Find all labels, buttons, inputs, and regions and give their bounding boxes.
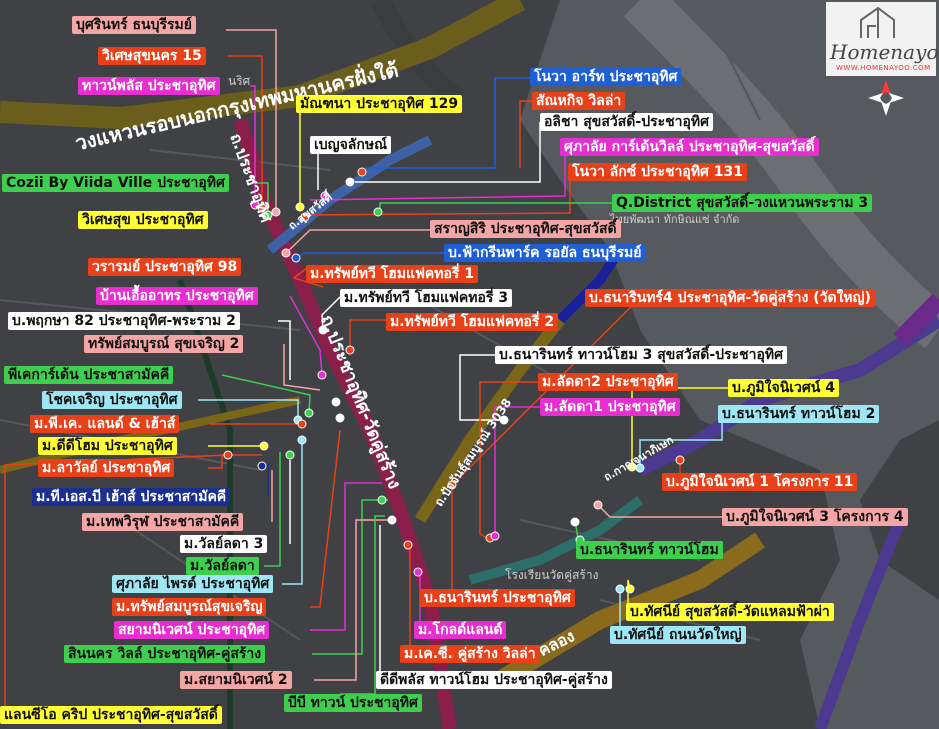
marker-label[interactable]: วิเศษสุข ประชาอุทิศ [78, 211, 208, 229]
marker-label[interactable]: ม.ทรัพย์ทวี โฮมแฟคทอรี่ 1 [306, 265, 479, 283]
marker-label[interactable]: บ.ภูมิใจนิเวศน์ 4 [728, 379, 839, 397]
pracha-uthit-road [233, 117, 457, 729]
marker-label[interactable]: ม.วัลย์ลดา 3 [180, 535, 268, 553]
marker-label[interactable]: มัณฑนา ประชาอุทิศ 129 [296, 95, 463, 113]
marker-label[interactable]: เบญจลักษณ์ [310, 136, 392, 154]
marker-label[interactable]: ศุภาลัย การ์เด้นวิลล์ ประชาอุทิศ-สุขสวัส… [560, 138, 819, 156]
marker-label[interactable]: วิเศษสุขนคร 15 [98, 47, 206, 65]
place-khu-sang-school: โรงเรียนวัดคู่สร้าง [505, 568, 599, 582]
suksawat-road [266, 135, 433, 254]
marker-label[interactable]: สินนคร วิลล์ ประชาอุทิศ-คู่สร้าง [64, 645, 266, 663]
marker-label[interactable]: ม.ที.เอส.บี เฮ้าส์ ประชาสามัคคี [32, 488, 231, 506]
marker-label[interactable]: บุศรินทร์ ธนบุรีรมย์ [72, 16, 196, 34]
marker-label[interactable]: ม.ลัดดา2 ประชาอุทิศ [538, 373, 678, 391]
marker-label[interactable]: ม.ทรัพย์ทวี โฮมแฟคทอรี่ 3 [340, 289, 513, 307]
road-3038 [414, 316, 565, 524]
marker-label[interactable]: บ.ธนารินทร์ ประชาอุทิศ [420, 589, 575, 607]
marker-label[interactable]: โนวา อาร์ท ประชาอุทิศ [530, 68, 682, 86]
compass-icon [868, 80, 904, 116]
place-company: ไทยพัฒนา ทักษิณแซ่ จำกัด [610, 213, 740, 226]
marker-label[interactable]: ม.เทพวิรุฬ ประชาสามัคคี [82, 513, 244, 531]
marker-label[interactable]: บ้านเอื้ออาทร ประชาอุทิศ [96, 287, 258, 305]
marker-label[interactable]: ม.สยามนิเวศน์ 2 [180, 671, 292, 689]
marker-label[interactable]: บ.ธนารินทร์ ทาวน์โฮม [576, 541, 723, 559]
marker-label[interactable]: ดีดีพลัส ทาวน์โฮม ประชาอุทิศ-คู่สร้าง [376, 671, 612, 689]
logo-brand: Homenayoo [830, 40, 939, 64]
river-area [520, 0, 939, 729]
marker-label[interactable]: Cozii By Viida Ville ประชาอุทิศ [2, 174, 229, 192]
canal-road [495, 532, 765, 688]
marker-label[interactable]: พีเคการ์เด้น ประชาสามัคคี [4, 366, 174, 384]
marker-label[interactable]: ม.ลัดดา1 ประชาอุทิศ [540, 398, 680, 416]
marker-label[interactable]: ศุภาลัย ไพรด์ ประชาอุทิศ [112, 575, 274, 593]
marker-label[interactable]: ม.โกลด์แลนด์ [414, 621, 507, 639]
marker-label[interactable]: ม.เค.ซี. คู่สร้าง วิลล่า [400, 645, 540, 663]
marker-label[interactable]: บ.ฟ้ากรีนพาร์ค รอยัล ธนบุรีรมย์ [444, 244, 646, 262]
marker-label[interactable]: สยามนิเวศน์ ประชาอุทิศ [114, 621, 270, 639]
marker-label[interactable]: ทรัพย์สมบูรณ์ สุขเจริญ 2 [84, 335, 244, 353]
marker-label[interactable]: แลนซีโอ คริป ประชาอุทิศ-สุขสวัสดิ์ [0, 706, 222, 724]
marker-label[interactable]: บ.ธนารินทร์ ทาวน์โฮม 2 [718, 405, 880, 423]
homenayoo-logo: Homenayoo WWW.HOMENAYOO.COM [826, 2, 939, 76]
marker-label[interactable]: Q.District สุขสวัสดิ์-วงแหวนพระราม 3 [612, 194, 873, 212]
place-narit: นริศ [228, 74, 251, 88]
marker-label[interactable]: บ.ภูมิใจนิเวศน์ 3 โครงการ 4 [722, 508, 908, 526]
marker-label[interactable]: บ.ธนารินทร์4 ประชาอุทิศ-วัดคู่สร้าง (วัด… [585, 289, 875, 307]
marker-label[interactable]: บ.ทัศนีย์ สุขสวัสดิ์-วัดแหลมฟ้าผ่า [626, 603, 834, 621]
marker-label[interactable]: บ.ธนารินทร์ ทาวน์โฮม 3 สุขสวัสดิ์-ประชาอ… [495, 346, 787, 364]
marker-label[interactable]: สัณหกิจ วิลล่า [532, 92, 626, 110]
marker-label[interactable]: ทาวน์พลัส ประชาอุทิศ [78, 77, 220, 95]
marker-label[interactable]: ม.ดีดีโฮม ประชาอุทิศ [38, 437, 177, 455]
marker-label[interactable]: ม.วัลย์ลดา [186, 557, 259, 575]
logo-url: WWW.HOMENAYOO.COM [836, 64, 931, 72]
river-upper [623, 0, 939, 349]
marker-label[interactable]: บีบี ทาวน์ ประชาอุทิศ [284, 694, 422, 712]
marker-label[interactable]: โชคเจริญ ประชาอุทิศ [42, 391, 182, 409]
marker-label[interactable]: บ.พฤกษา 82 ประชาอุทิศ-พระราม 2 [8, 312, 240, 330]
marker-label[interactable]: สราญสิริ ประชาอุทิศ-สุขสวัสดิ์ [430, 220, 621, 238]
marker-label[interactable]: อลิชา สุขสวัสดิ์-ประชาอุทิศ [540, 113, 714, 131]
marker-label[interactable]: ม.พี.เค. แลนด์ & เฮ้าส์ [30, 415, 180, 433]
marker-label[interactable]: วรารมย์ ประชาอุทิศ 98 [88, 258, 242, 276]
marker-label[interactable]: ม.ทรัพย์สมบูรณ์สุขเจริญ [112, 598, 267, 616]
kanchanaphisek-road [636, 314, 939, 477]
marker-label[interactable]: บ.ทัศนีย์ ถนนวัดใหญ่ [610, 626, 746, 644]
house-icon [860, 6, 895, 38]
marker-label[interactable]: บ.ภูมิใจนิเวศน์ 1 โครงการ 11 [662, 473, 858, 491]
marker-label[interactable]: ม.ทรัพย์ทวี โฮมแฟคทอรี่ 2 [386, 313, 559, 331]
marker-label[interactable]: โนวา ลักซ์ ประชาอุทิศ 131 [568, 163, 748, 181]
marker-label[interactable]: ม.ลาวัลย์ ประชาอุทิศ [38, 459, 175, 477]
